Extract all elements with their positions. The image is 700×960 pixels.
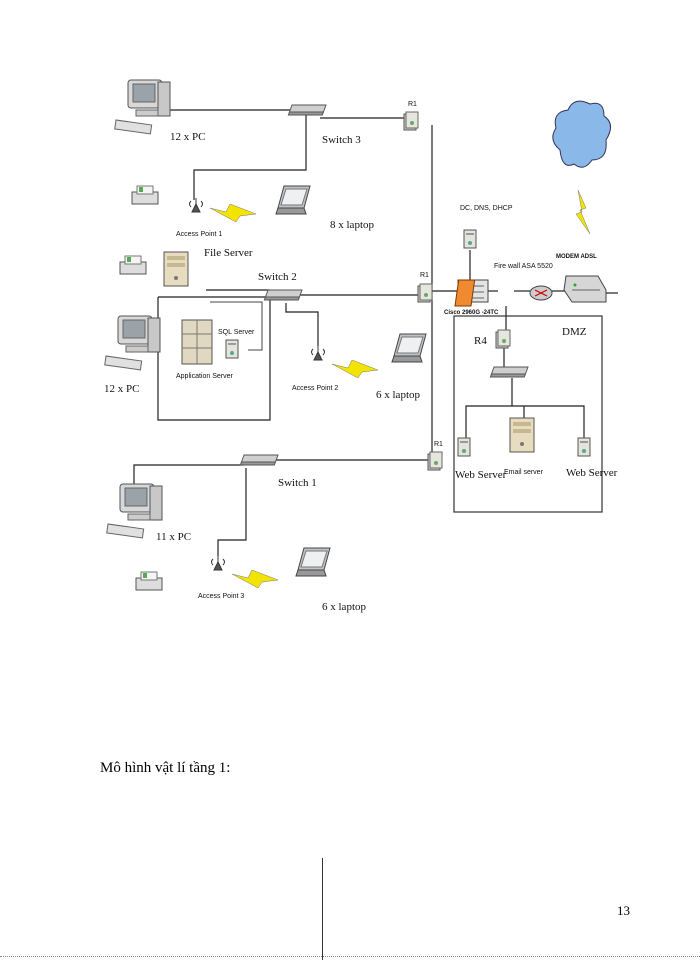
firewall-icon [454,279,476,307]
web-server-label: Web Server [566,467,618,479]
app-server-label: Application Server [176,373,233,380]
dc-dns-dhcp-label: DC, DNS, DHCP [460,205,513,212]
dmz-switch-icon [489,366,529,378]
figure-caption: Mô hình vật lí tầng 1: [100,760,231,776]
access-point-icon [311,345,325,361]
page-number: 13 [617,903,630,918]
dmz-label: DMZ [562,326,587,338]
modem-label: MODEM ADSL [556,254,597,260]
laptop-group-label: 6 x laptop [376,389,420,401]
email-server-label: Email server [504,469,544,476]
pc-icon [104,315,161,371]
pc-group-label: 12 x PC [170,131,205,143]
access-point-icon [189,197,203,213]
laptop-icon [275,185,311,215]
sql-server-label: SQL Server [218,329,255,336]
access-point-icon [211,555,225,571]
wire-dmz-bus [465,405,585,438]
web-server-icon [457,437,471,457]
dc-dns-dhcp-label: DC, DNS, DHCP [460,205,513,212]
switch3-icon [287,104,327,116]
printer-icon [135,571,163,591]
switch-label: Switch 3 [322,134,361,146]
wire-sql-switch2 [240,301,263,351]
email-server-icon [509,417,535,453]
web-server-icon [577,437,591,457]
router-label: R1 [434,441,443,448]
pc-icon [106,483,163,539]
wireless-bolt-icon [231,569,279,589]
wire-switch3-ap1 [193,114,307,200]
r4-router-icon [495,329,511,349]
laptop-icon [295,547,331,577]
file-server-label: File Server [204,247,253,259]
router-label: R1 [420,272,429,279]
sql-server-icon [225,339,239,359]
access-point-label: Access Point 1 [176,231,222,238]
pc-group-label: 12 x PC [104,383,139,395]
cloud-icon [552,100,611,168]
app-server-icon [181,319,213,365]
dc-server-icon [463,229,477,249]
wire-switch1-ap3 [217,468,247,556]
access-point-label: Access Point 3 [198,593,244,600]
pc-icon [114,79,171,135]
edge-router-icon [529,285,553,301]
web-server-label: Web Server [455,469,507,481]
file-server-icon [163,251,189,287]
firewall-label: Fire wall ASA 5520 [494,263,553,270]
laptop-group-label: 6 x laptop [322,601,366,613]
wire-switch2-ap2 [285,303,319,346]
wireless-bolt-icon [575,189,591,235]
switch-label: Switch 1 [278,477,317,489]
dmz-zone [453,315,603,513]
wireless-bolt-icon [331,359,379,379]
modem-icon [563,275,607,303]
router-icon [427,451,443,471]
r4-label: R4 [474,335,487,347]
router-icon [417,283,433,303]
pc-group-label: 11 x PC [156,531,191,543]
access-point-label: Access Point 2 [292,385,338,392]
laptop-group-label: 8 x laptop [330,219,374,231]
wireless-bolt-icon [209,203,257,223]
vertical-rule [322,858,323,960]
printer-icon [119,255,147,275]
wire-pc-switch1 [133,464,244,492]
cisco-switch-label: Cisco 2960G -24TC [444,310,499,316]
printer-icon [131,185,159,205]
bottom-dotted-rule [0,956,700,957]
switch-label: Switch 2 [258,271,297,283]
laptop-icon [391,333,427,363]
router-label: R1 [408,101,417,108]
switch1-icon [239,454,279,466]
wire-left-vertical [157,297,271,421]
switch2-icon [263,289,303,301]
router-icon [403,111,419,131]
